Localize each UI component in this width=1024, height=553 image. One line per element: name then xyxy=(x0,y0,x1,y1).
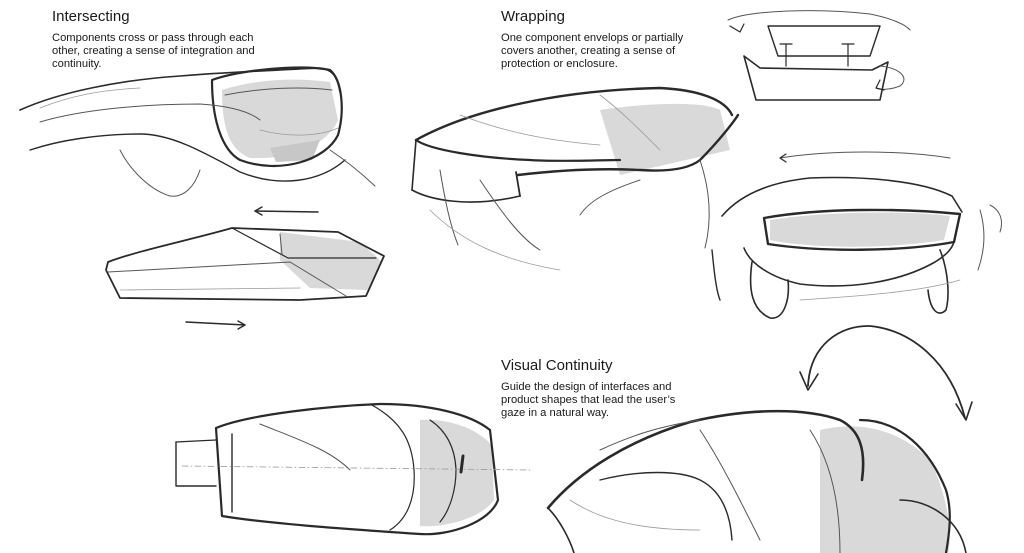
arrow-curved-icon xyxy=(779,151,951,163)
intersecting-title: Intersecting xyxy=(52,8,130,25)
sketch-wrapping-car xyxy=(411,86,740,271)
visual-continuity-title: Visual Continuity xyxy=(501,357,613,374)
wrapping-title: Wrapping xyxy=(501,8,565,25)
sketch-rear-car xyxy=(711,176,1003,319)
visual-continuity-description: Guide the design of interfaces and produ… xyxy=(501,381,676,419)
arrow-right-icon xyxy=(185,320,246,330)
sketch-intersecting-car xyxy=(19,66,376,197)
sketch-intersecting-blocks xyxy=(105,227,385,301)
wrapping-section-text: Wrapping One component envelops or parti… xyxy=(501,8,721,71)
sketch-wrapping-diagram xyxy=(727,10,911,101)
arrow-left-icon xyxy=(254,206,319,216)
sketch-continuity-car xyxy=(546,325,973,553)
visual-continuity-section-text: Visual Continuity Guide the design of in… xyxy=(501,357,701,420)
intersecting-section-text: Intersecting Components cross or pass th… xyxy=(52,8,292,71)
sketch-continuity-top-view xyxy=(175,402,531,536)
wrapping-description: One component envelops or partially cove… xyxy=(501,32,684,70)
intersecting-description: Components cross or pass through each ot… xyxy=(52,32,255,70)
